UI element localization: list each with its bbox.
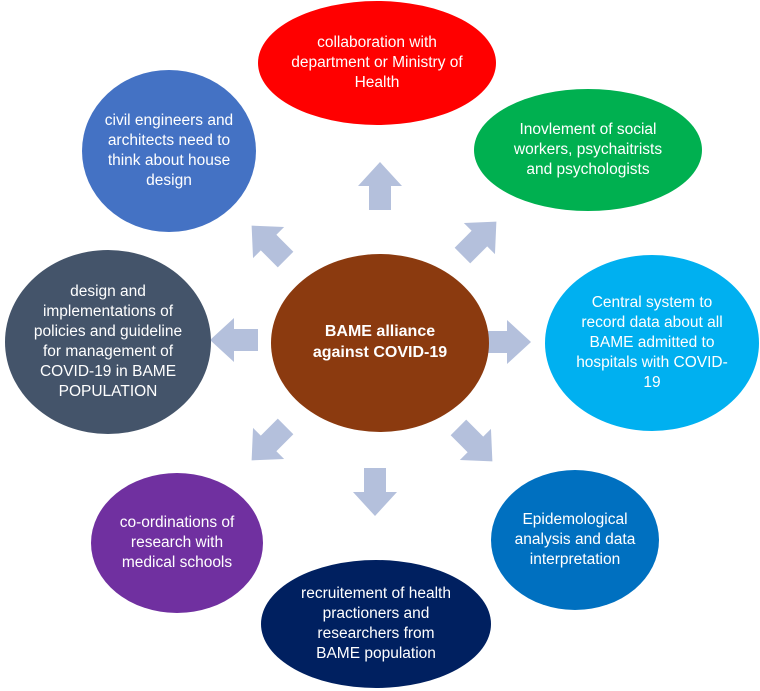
arrow-to-central-system xyxy=(483,320,531,364)
node-research: co-ordinations of research with medical … xyxy=(91,473,263,613)
node-central-system: Central system to record data about all … xyxy=(545,255,759,431)
arrow-to-house-design xyxy=(251,225,294,268)
node-label: co-ordinations of research with medical … xyxy=(119,513,235,572)
arrow-to-recruitment xyxy=(353,468,397,516)
node-health-ministry: collaboration with department or Ministr… xyxy=(258,1,496,125)
node-label: Epidemological analysis and data interpr… xyxy=(514,510,636,569)
arrow-to-health-ministry xyxy=(358,162,402,210)
arrow-to-policies xyxy=(210,318,258,362)
arrow-to-research xyxy=(251,418,294,461)
node-label: Central system to record data about all … xyxy=(576,293,728,392)
node-label: recruitement of health practioners and r… xyxy=(301,584,451,663)
node-label: civil engineers and architects need to t… xyxy=(104,111,234,190)
node-house-design: civil engineers and architects need to t… xyxy=(82,70,256,232)
node-label: design and implementations of policies a… xyxy=(33,282,183,401)
center-node: BAME alliance against COVID-19 xyxy=(271,254,489,432)
node-label: Inovlement of social workers, psychaitri… xyxy=(513,120,663,179)
center-label: BAME alliance against COVID-19 xyxy=(312,323,448,361)
arrow-to-epidemiology xyxy=(450,419,493,462)
node-epidemiology: Epidemological analysis and data interpr… xyxy=(491,470,659,610)
node-label: collaboration with department or Ministr… xyxy=(291,33,463,92)
arrow-to-social-workers xyxy=(454,221,497,264)
node-policies: design and implementations of policies a… xyxy=(5,250,211,434)
node-social-workers: Inovlement of social workers, psychaitri… xyxy=(474,89,702,211)
node-recruitment: recruitement of health practioners and r… xyxy=(261,560,491,688)
